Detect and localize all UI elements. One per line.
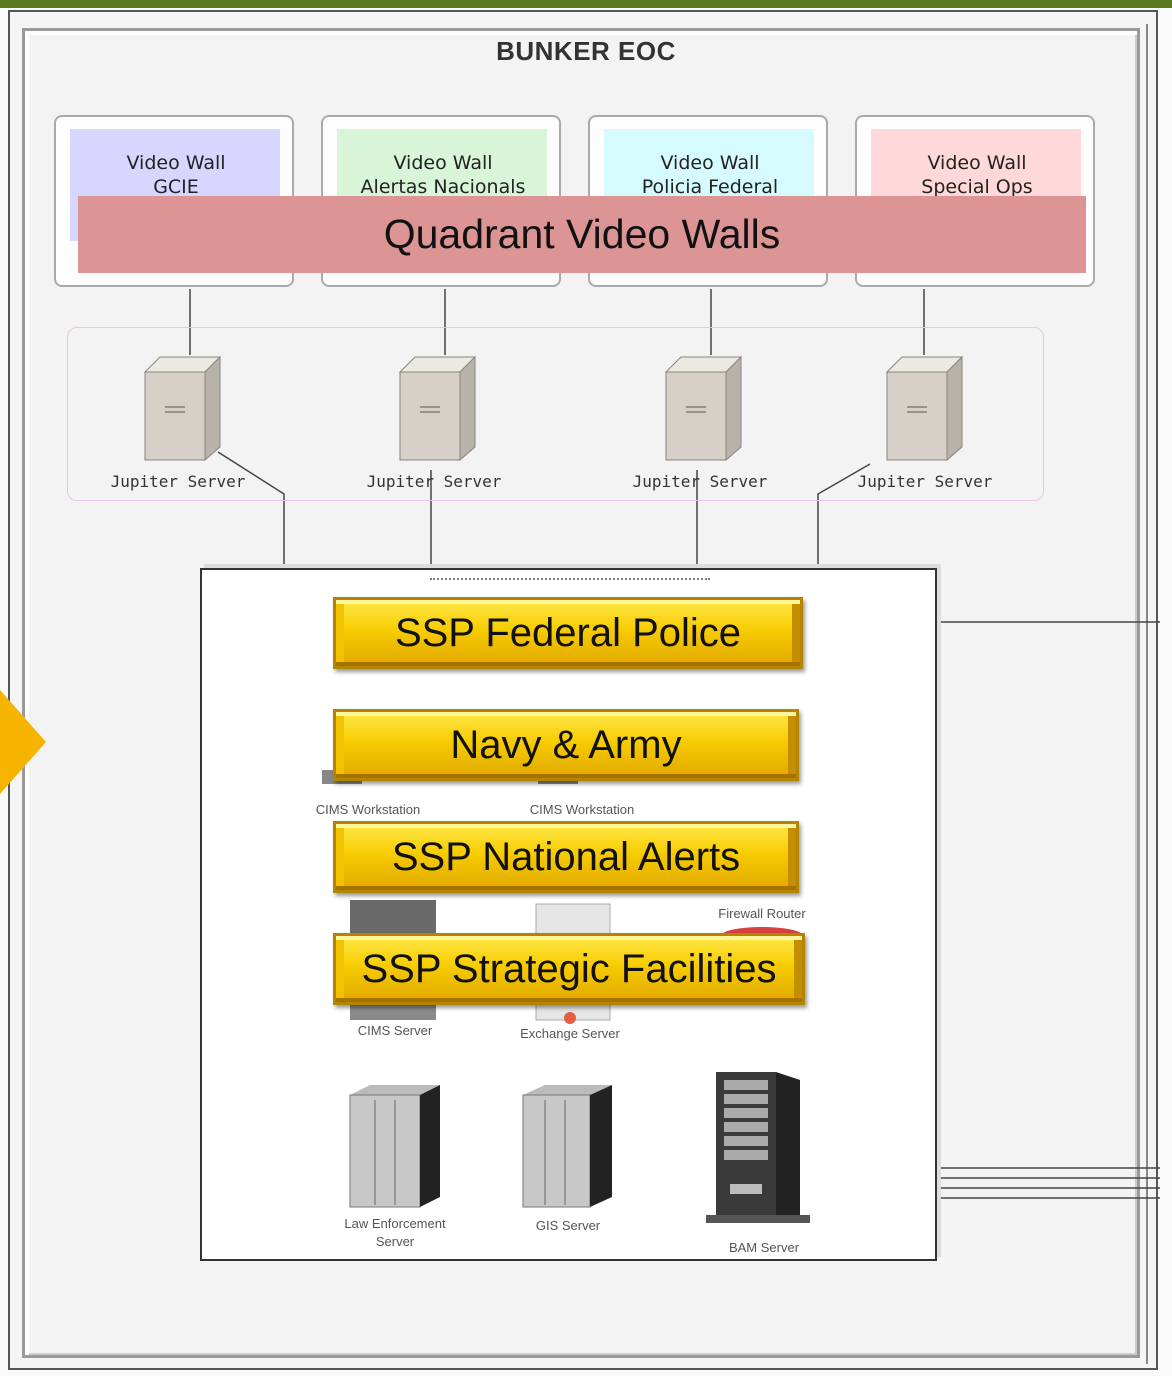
law-enforcement-server-label: Law Enforcement Server <box>322 1215 468 1251</box>
server-label: Jupiter Server <box>857 472 993 491</box>
label-line: Server <box>375 1234 415 1249</box>
gis-server-label: GIS Server <box>535 1218 601 1233</box>
ssp-federal-police-button[interactable]: SSP Federal Police <box>333 597 803 669</box>
wall-label-line2: Alertas Nacionals <box>360 176 526 198</box>
ssp-strategic-facilities-button[interactable]: SSP Strategic Facilities <box>333 933 805 1005</box>
server-zone <box>67 327 1044 501</box>
top-accent-bar <box>0 0 1172 8</box>
firewall-label: Firewall Router <box>718 906 806 921</box>
frame-right-line <box>1146 24 1148 1364</box>
wall-label-line1: Video Wall <box>126 152 226 174</box>
label-line: Law Enforcement <box>344 1216 446 1231</box>
wall-label: Video Wall Alertas Nacionals <box>323 151 563 199</box>
exchange-server-label: Exchange Server <box>520 1026 620 1041</box>
navy-army-button[interactable]: Navy & Army <box>333 709 799 781</box>
wall-label: Video Wall GCIE <box>56 151 296 199</box>
jupiter-server-icon <box>664 355 743 462</box>
wall-label-line2: Policia Federal <box>641 176 779 198</box>
bam-server-label: BAM Server <box>728 1240 800 1255</box>
diagram-title: BUNKER EOC <box>496 36 676 66</box>
wall-label: Video Wall Special Ops <box>857 151 1097 199</box>
wall-label-line1: Video Wall <box>660 152 760 174</box>
jupiter-server-icon <box>885 355 964 462</box>
workstation-label: CIMS Workstation <box>529 802 635 817</box>
cims-server-label: CIMS Server <box>357 1023 433 1038</box>
workstation-label: CIMS Workstation <box>315 802 421 817</box>
jupiter-server-icon <box>398 355 477 462</box>
left-pointer-arrow-icon <box>0 690 46 794</box>
quadrant-video-walls-banner: Quadrant Video Walls <box>78 196 1086 273</box>
wall-label: Video Wall Policia Federal <box>590 151 830 199</box>
wall-label-line1: Video Wall <box>927 152 1027 174</box>
environment-caption-dots <box>430 578 710 590</box>
server-label: Jupiter Server <box>366 472 502 491</box>
server-label: Jupiter Server <box>110 472 246 491</box>
wall-label-line2: GCIE <box>153 176 199 198</box>
server-label: Jupiter Server <box>632 472 768 491</box>
wall-label-line2: Special Ops <box>921 176 1033 198</box>
wall-label-line1: Video Wall <box>393 152 493 174</box>
jupiter-server-icon <box>143 355 222 462</box>
ssp-national-alerts-button[interactable]: SSP National Alerts <box>333 821 799 893</box>
network-environment-box <box>200 568 937 1261</box>
